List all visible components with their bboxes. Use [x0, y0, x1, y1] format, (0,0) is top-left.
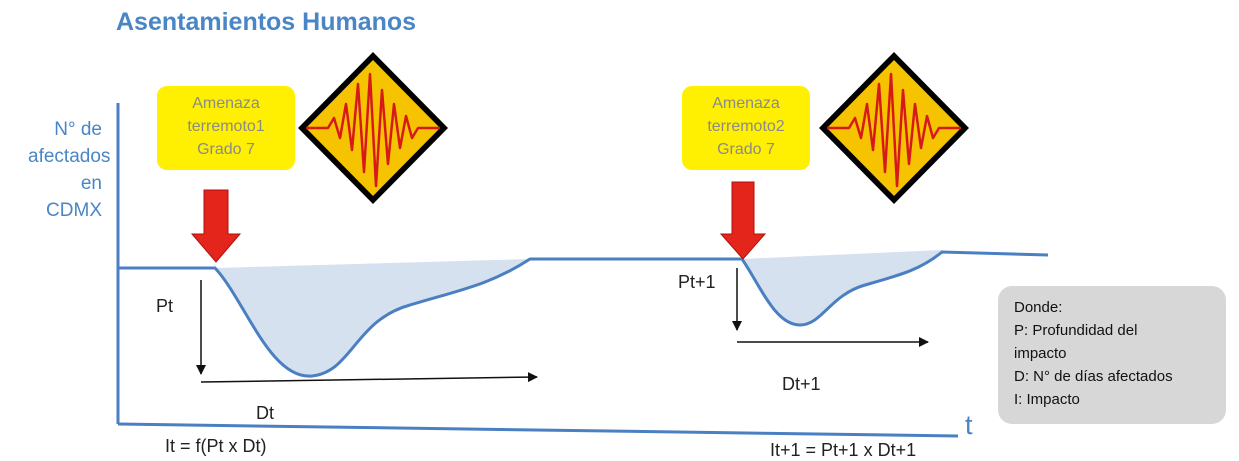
seismic-warning-icon — [819, 52, 969, 204]
callout-line: Amenaza — [192, 95, 260, 112]
legend-line: D: N° de días afectados — [1014, 368, 1173, 385]
down-arrow-icon — [190, 189, 242, 263]
callout-line: terremoto1 — [187, 118, 265, 135]
x-axis — [117, 422, 959, 438]
y-axis-label-line: en CDMX — [46, 173, 102, 221]
x-axis-label: t — [965, 410, 973, 440]
y-axis-label: N° de afectados en CDMX — [28, 116, 111, 224]
y-axis-label-line: afectados — [28, 146, 111, 167]
duration-arrow-1 — [200, 372, 538, 383]
duration-label-1: Dt — [256, 403, 274, 423]
duration-label-2: Dt+1 — [782, 374, 821, 394]
impact-area-2 — [742, 250, 942, 325]
depth-label-1: Pt — [156, 296, 174, 316]
callout-line: Amenaza — [712, 95, 780, 112]
callout-line: Grado 7 — [197, 141, 255, 158]
legend-box: Donde: P: Profundidad del impacto D: N° … — [998, 286, 1226, 424]
callout-line: terremoto2 — [707, 118, 785, 135]
legend-line: P: Profundidad del — [1014, 322, 1138, 339]
page-title: Asentamientos Humanos — [116, 8, 417, 36]
down-arrow-icon — [719, 181, 767, 260]
legend-line: impacto — [1014, 345, 1067, 362]
seismic-warning-icon — [298, 52, 448, 204]
depth-label-2: Pt+1 — [678, 272, 716, 292]
impact-formula-1: It = f(Pt x Dt) — [165, 436, 267, 456]
threat-callout-2: Amenaza terremoto2 Grado 7 — [682, 86, 810, 170]
impact-area-1 — [215, 259, 530, 377]
impact-formula-2: It+1 = Pt+1 x Dt+1 — [770, 440, 917, 460]
affected-population-curve — [118, 250, 1049, 378]
threat-callout-1: Amenaza terremoto1 Grado 7 — [157, 86, 295, 170]
callout-line: Grado 7 — [717, 141, 775, 158]
legend-heading: Donde: — [1014, 299, 1063, 316]
legend-line: I: Impacto — [1014, 391, 1080, 408]
y-axis-label-line: N° de — [54, 119, 102, 140]
